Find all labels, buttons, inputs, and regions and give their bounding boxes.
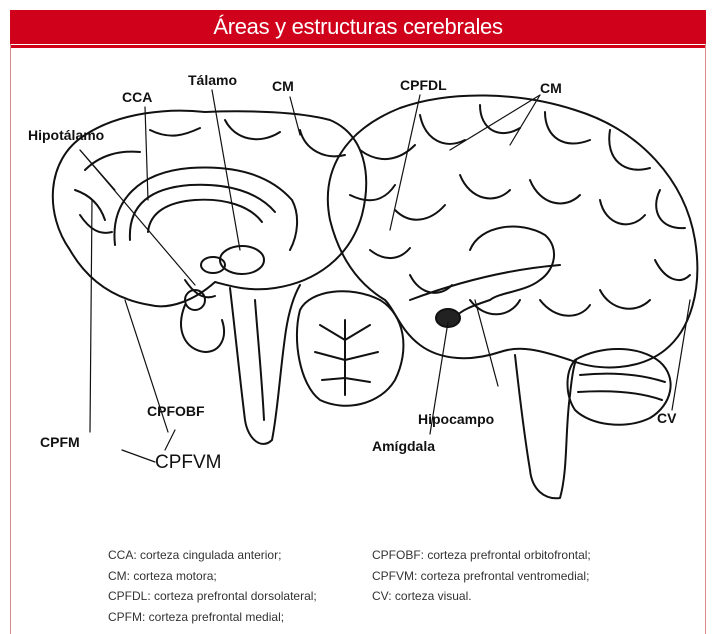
- label-cpfobf: CPFOBF: [147, 403, 205, 419]
- label-talamo: Tálamo: [188, 72, 237, 88]
- cerebellum-right: [568, 349, 671, 425]
- label-cpfdl: CPFDL: [400, 77, 447, 93]
- label-hipotalamo: Hipotálamo: [28, 127, 104, 143]
- legend-item: CCA: corteza cingulada anterior;: [108, 545, 317, 566]
- label-cm-right: CM: [540, 80, 562, 96]
- label-cm-left: CM: [272, 78, 294, 94]
- legend-right-column: CPFOBF: corteza prefrontal orbitofrontal…: [372, 545, 591, 607]
- label-cca: CCA: [122, 89, 152, 105]
- label-cpfm: CPFM: [40, 434, 80, 450]
- label-cpfvm: CPFVM: [155, 452, 222, 474]
- label-amigdala: Amígdala: [372, 438, 435, 454]
- cerebellum-left: [297, 291, 404, 405]
- label-cv: CV: [657, 410, 676, 426]
- label-hipocampo: Hipocampo: [418, 411, 494, 427]
- legend-item: CM: corteza motora;: [108, 566, 317, 587]
- legend-item: CV: corteza visual.: [372, 586, 591, 607]
- brainstem-left: [230, 285, 300, 444]
- brain-diagram: [0, 48, 715, 538]
- figure-title: Áreas y estructuras cerebrales: [10, 10, 706, 44]
- legend-item: CPFDL: corteza prefrontal dorsolateral;: [108, 586, 317, 607]
- legend-item: CPFM: corteza prefrontal medial;: [108, 607, 317, 628]
- lateral-brain-outline: [328, 95, 698, 367]
- legend-left-column: CCA: corteza cingulada anterior; CM: cor…: [108, 545, 317, 627]
- legend-item: CPFVM: corteza prefrontal ventromedial;: [372, 566, 591, 587]
- legend-item: CPFOBF: corteza prefrontal orbitofrontal…: [372, 545, 591, 566]
- brainstem-right: [515, 355, 576, 498]
